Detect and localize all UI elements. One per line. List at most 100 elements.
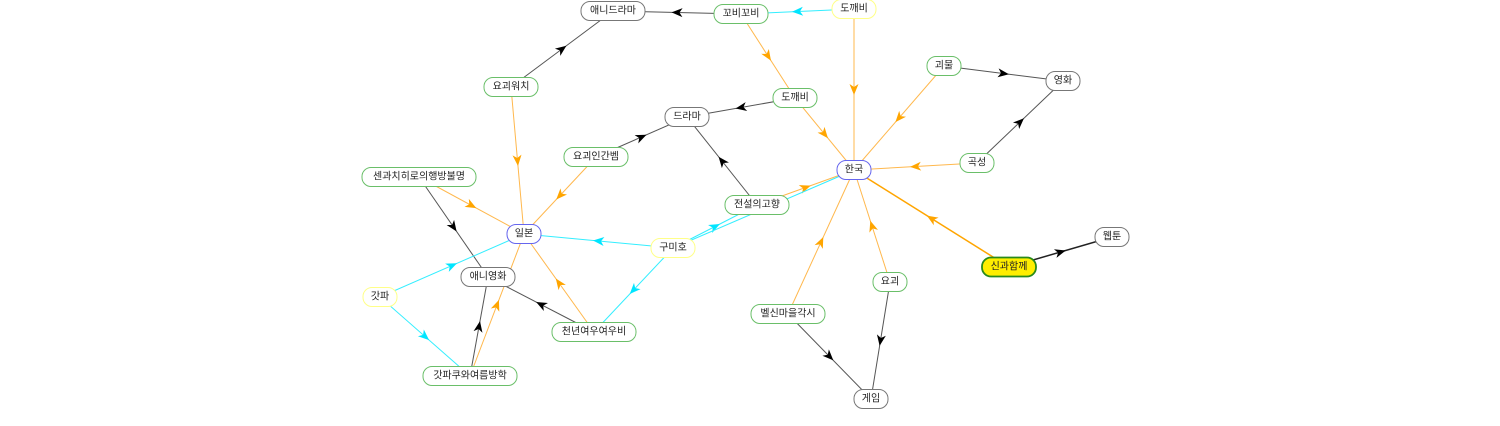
node-label: 천년여우여우비 — [562, 326, 626, 338]
node-label: 꼬비꼬비 — [723, 8, 760, 20]
edge-arrow-icon — [708, 223, 720, 234]
node-korea[interactable]: 한국 — [836, 160, 872, 180]
node-box — [1094, 227, 1130, 247]
edge-arrow-icon — [869, 220, 878, 233]
node-box — [836, 160, 872, 180]
nodes-layer: 한국 일본 도깨비 꼬비꼬비 애니드라마 요괴워치 도깨비 드라마 요괴인간벰 … — [361, 0, 1130, 409]
node-anidrama[interactable]: 애니드라마 — [580, 1, 646, 21]
node-dokkaebi-yellow[interactable]: 도깨비 — [831, 0, 877, 19]
node-spirited[interactable]: 센과치히로의행방불명 — [361, 167, 477, 187]
node-label: 도깨비 — [840, 3, 868, 15]
edge-arrow-icon — [814, 237, 824, 249]
edge-arrow-icon — [417, 329, 430, 341]
node-game[interactable]: 게임 — [853, 389, 889, 409]
node-label: 갓파 — [371, 291, 389, 303]
edge-arrow-icon — [473, 321, 483, 333]
node-bride[interactable]: 벨신마을각시 — [750, 304, 826, 324]
edge-arrow-icon — [554, 45, 567, 56]
edge-arrow-icon — [446, 219, 457, 232]
edge-arrow-icon — [512, 154, 522, 166]
node-label: 웹툰 — [1103, 231, 1121, 243]
edge-arrow-icon — [876, 334, 886, 346]
node-box — [981, 256, 1037, 278]
edge-arrow-icon — [556, 188, 568, 200]
edge-arrow-icon — [1012, 118, 1024, 130]
node-animovie[interactable]: 애니영화 — [460, 267, 516, 287]
edge-arrow-icon — [849, 84, 859, 95]
node-box — [750, 304, 826, 324]
node-box — [580, 1, 646, 21]
node-label: 구미호 — [659, 242, 687, 254]
node-label: 게임 — [862, 392, 880, 405]
node-label: 갓파쿠와여름방학 — [433, 370, 507, 382]
edge-arrow-icon — [490, 299, 500, 312]
node-goksung[interactable]: 곡성 — [959, 153, 995, 173]
edge-arrow-icon — [445, 263, 458, 272]
edge-arrow-icon — [634, 134, 647, 144]
node-box — [551, 322, 637, 342]
node-label: 애니드라마 — [590, 5, 636, 17]
node-along[interactable]: 신과함께 — [981, 256, 1037, 278]
edge-arrow-icon — [593, 237, 605, 246]
node-gumiho[interactable]: 구미호 — [650, 238, 696, 258]
node-label: 신과함께 — [991, 261, 1028, 273]
node-label: 전설의고향 — [734, 199, 780, 211]
node-box — [422, 366, 518, 386]
node-label: 한국 — [845, 164, 863, 176]
node-drama[interactable]: 드라마 — [664, 107, 710, 127]
node-label: 요괴워치 — [493, 80, 530, 93]
node-box — [926, 56, 962, 76]
node-label: 요괴인간벰 — [573, 151, 619, 163]
edge-arrow-icon — [629, 282, 641, 295]
node-box — [831, 0, 877, 19]
node-label: 도깨비 — [781, 92, 809, 104]
edge-arrow-icon — [671, 8, 683, 18]
node-box — [713, 4, 769, 24]
node-movie[interactable]: 영화 — [1045, 71, 1081, 91]
edge-arrow-icon — [997, 68, 1009, 78]
edge-arrow-icon — [792, 6, 804, 16]
edge-arrow-icon — [798, 185, 811, 194]
node-label: 드라마 — [673, 111, 701, 123]
edge-arrow-icon — [822, 349, 834, 361]
node-box — [483, 77, 539, 97]
node-label: 영화 — [1054, 75, 1072, 87]
edge-arrow-icon — [536, 301, 548, 312]
node-bem[interactable]: 요괴인간벰 — [563, 147, 629, 167]
edge-arrow-icon — [555, 278, 566, 291]
node-box — [724, 195, 790, 215]
edges-layer — [379, 6, 1113, 400]
edge-arrow-icon — [926, 215, 939, 226]
node-label: 괴물 — [935, 60, 953, 72]
node-label: 일본 — [515, 228, 533, 240]
edge-arrow-icon — [817, 126, 828, 139]
node-box — [1045, 71, 1081, 91]
node-label: 벨신마을각시 — [760, 308, 815, 320]
node-box — [772, 88, 818, 108]
edge-arrow-icon — [464, 198, 477, 209]
node-box — [959, 153, 995, 173]
node-yogoe[interactable]: 요괴 — [872, 272, 908, 292]
node-legend[interactable]: 전설의고향 — [724, 195, 790, 215]
node-label: 애니영화 — [470, 271, 507, 283]
node-kkobi[interactable]: 꼬비꼬비 — [713, 4, 769, 24]
edge-arrow-icon — [910, 161, 922, 171]
edge-arrow-icon — [735, 102, 748, 111]
node-coo[interactable]: 갓파쿠와여름방학 — [422, 366, 518, 386]
node-box — [650, 238, 696, 258]
node-webtoon[interactable]: 웹툰 — [1094, 227, 1130, 247]
node-box — [361, 167, 477, 187]
node-box — [506, 224, 542, 244]
node-kappa[interactable]: 갓파 — [362, 287, 398, 307]
node-yobi[interactable]: 천년여우여우비 — [551, 322, 637, 342]
node-box — [563, 147, 629, 167]
node-label: 센과치히로의행방불명 — [373, 171, 465, 183]
node-dokkaebi-green[interactable]: 도깨비 — [772, 88, 818, 108]
node-japan[interactable]: 일본 — [506, 224, 542, 244]
node-box — [853, 389, 889, 409]
node-yokaiwatch[interactable]: 요괴워치 — [483, 77, 539, 97]
node-goeul[interactable]: 괴물 — [926, 56, 962, 76]
node-label: 요괴 — [881, 276, 899, 288]
node-box — [362, 287, 398, 307]
